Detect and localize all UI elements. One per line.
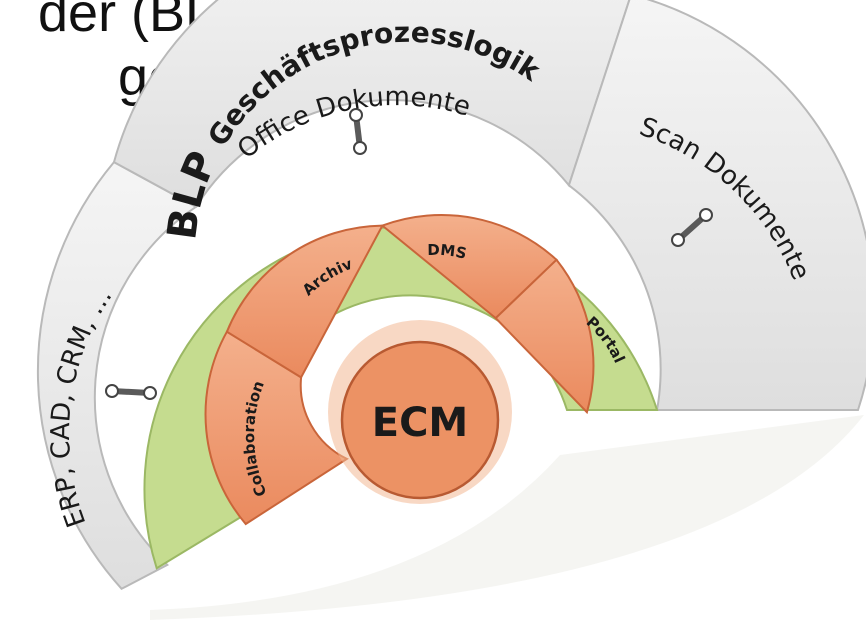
- drop-shadow: [150, 415, 864, 620]
- connector-pin-right: [671, 208, 713, 247]
- label-dms: DMS: [427, 241, 468, 263]
- module-collaboration: [204, 330, 349, 526]
- outer-segment-top: [112, 0, 631, 209]
- connector-pin-top: [349, 108, 367, 155]
- module-archiv: [225, 224, 385, 379]
- connector-pin-left: [105, 384, 157, 400]
- ecm-label: ECM: [372, 400, 468, 446]
- module-portal: [494, 258, 595, 415]
- module-dms: [380, 214, 558, 320]
- outer-segment-right: [567, 0, 866, 411]
- ecm-circle: [340, 340, 500, 500]
